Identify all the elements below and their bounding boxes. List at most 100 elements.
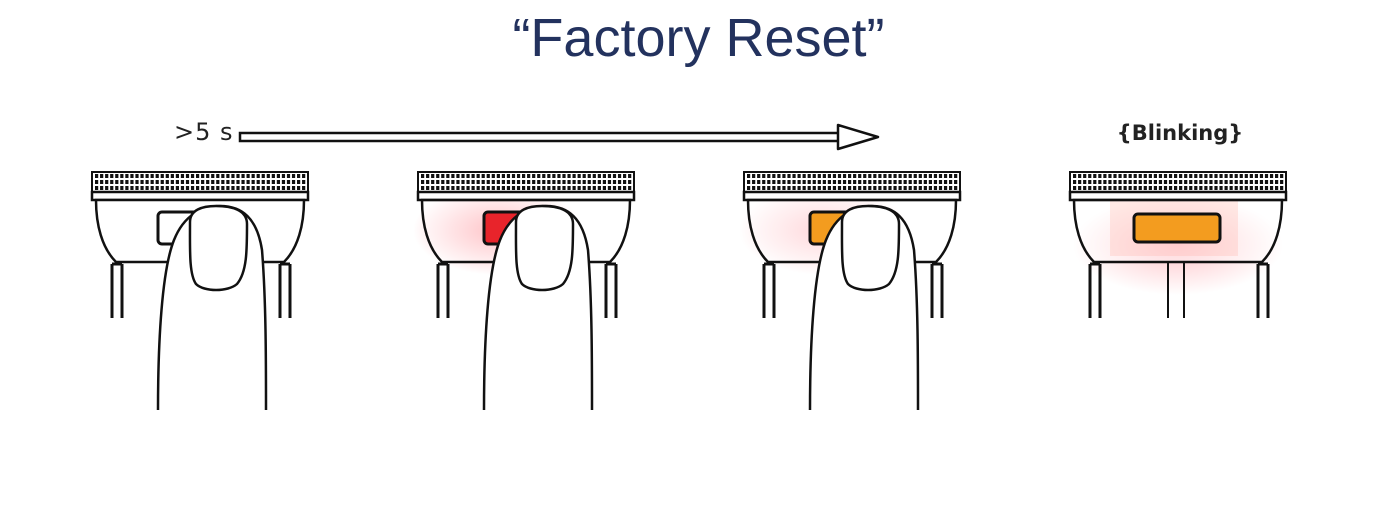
grille-hole bbox=[1280, 180, 1284, 184]
grille-hole bbox=[587, 186, 591, 190]
grille-hole bbox=[236, 186, 240, 190]
grille-hole bbox=[782, 174, 786, 178]
grille-hole bbox=[226, 180, 230, 184]
grille-hole bbox=[110, 174, 114, 178]
grille-hole bbox=[1224, 174, 1228, 178]
grille-hole bbox=[271, 180, 275, 184]
grille-hole bbox=[853, 174, 857, 178]
grille-hole bbox=[842, 174, 847, 178]
grille-hole bbox=[471, 186, 475, 190]
grille-hole bbox=[201, 174, 205, 178]
grille-hole bbox=[160, 180, 164, 184]
grille-hole bbox=[211, 180, 215, 184]
grille-hole bbox=[297, 174, 301, 178]
grille-hole bbox=[1108, 180, 1112, 184]
grille-hole bbox=[933, 180, 938, 184]
grille-hole bbox=[1078, 180, 1082, 184]
grille-hole bbox=[501, 186, 505, 190]
grille-hole bbox=[567, 174, 571, 178]
grille-hole bbox=[1163, 180, 1168, 184]
grille-hole bbox=[832, 186, 837, 190]
grille-hole bbox=[1189, 186, 1193, 190]
grille-hole bbox=[928, 186, 932, 190]
grille-hole bbox=[105, 186, 109, 190]
grille-hole bbox=[883, 180, 887, 184]
grille-hole bbox=[552, 186, 556, 190]
grille-hole bbox=[246, 186, 250, 190]
grille-hole bbox=[592, 180, 596, 184]
grille-hole bbox=[165, 180, 169, 184]
grille-hole bbox=[201, 180, 205, 184]
device-center-pins bbox=[1167, 262, 1185, 318]
grille-hole bbox=[160, 186, 164, 190]
fingernail bbox=[188, 204, 249, 292]
grille-hole bbox=[532, 180, 536, 184]
grille-hole bbox=[777, 186, 781, 190]
grille-hole bbox=[1098, 186, 1102, 190]
grille-hole bbox=[567, 180, 571, 184]
grille-hole bbox=[853, 180, 857, 184]
grille-hole bbox=[276, 180, 280, 184]
grille-hole bbox=[522, 174, 526, 178]
grille-hole bbox=[562, 174, 566, 178]
grille-hole bbox=[949, 174, 953, 178]
grille-hole bbox=[1244, 180, 1248, 184]
grille-hole bbox=[938, 180, 943, 184]
grille-hole bbox=[623, 174, 627, 178]
grille-hole bbox=[1098, 174, 1102, 178]
grille-hole bbox=[572, 186, 576, 190]
grille-hole bbox=[436, 186, 440, 190]
grille-hole bbox=[617, 180, 622, 184]
grille-hole bbox=[1174, 174, 1178, 178]
grille-hole bbox=[878, 186, 882, 190]
grille-hole bbox=[140, 174, 144, 178]
grille-hole bbox=[628, 186, 632, 190]
grille-hole bbox=[446, 180, 450, 184]
grille-hole bbox=[175, 186, 179, 190]
grille-hole bbox=[1219, 186, 1223, 190]
grille-hole bbox=[140, 186, 144, 190]
grille-hole bbox=[918, 186, 922, 190]
grille-hole bbox=[938, 174, 943, 178]
grille-hole bbox=[441, 186, 445, 190]
grille-hole bbox=[1093, 174, 1097, 178]
grille-hole bbox=[612, 174, 617, 178]
grille-hole bbox=[160, 174, 164, 178]
grille-hole bbox=[150, 186, 154, 190]
grille-hole bbox=[787, 186, 791, 190]
grille-hole bbox=[185, 174, 190, 178]
grille-hole bbox=[628, 180, 632, 184]
grille-hole bbox=[1259, 174, 1264, 178]
fingernail bbox=[840, 204, 901, 292]
grille-hole bbox=[1204, 180, 1208, 184]
grille-hole bbox=[527, 174, 531, 178]
grille-hole bbox=[221, 180, 225, 184]
grille-hole bbox=[812, 174, 816, 178]
grille-hole bbox=[461, 180, 465, 184]
grille-hole bbox=[1148, 174, 1152, 178]
grille-hole bbox=[1249, 180, 1253, 184]
grille-hole bbox=[145, 174, 149, 178]
grille-hole bbox=[281, 186, 286, 190]
grille-hole bbox=[496, 180, 500, 184]
grille-hole bbox=[1078, 174, 1082, 178]
grille-hole bbox=[577, 180, 581, 184]
grille-hole bbox=[878, 180, 882, 184]
grille-hole bbox=[1143, 186, 1147, 190]
grille-hole bbox=[542, 180, 546, 184]
blinking-label: {Blinking} bbox=[1116, 121, 1244, 145]
led-glow-halo bbox=[1073, 195, 1283, 295]
grille-hole bbox=[1123, 174, 1127, 178]
grille-hole bbox=[431, 174, 435, 178]
grille-hole bbox=[1133, 174, 1137, 178]
grille-hole bbox=[1199, 186, 1203, 190]
grille-hole bbox=[1234, 180, 1238, 184]
grille-hole bbox=[105, 180, 109, 184]
grille-hole bbox=[145, 186, 149, 190]
grille-hole bbox=[1184, 186, 1188, 190]
grille-hole bbox=[486, 174, 490, 178]
grille-hole bbox=[547, 174, 551, 178]
grille-hole bbox=[446, 174, 450, 178]
grille-hole bbox=[506, 186, 511, 190]
